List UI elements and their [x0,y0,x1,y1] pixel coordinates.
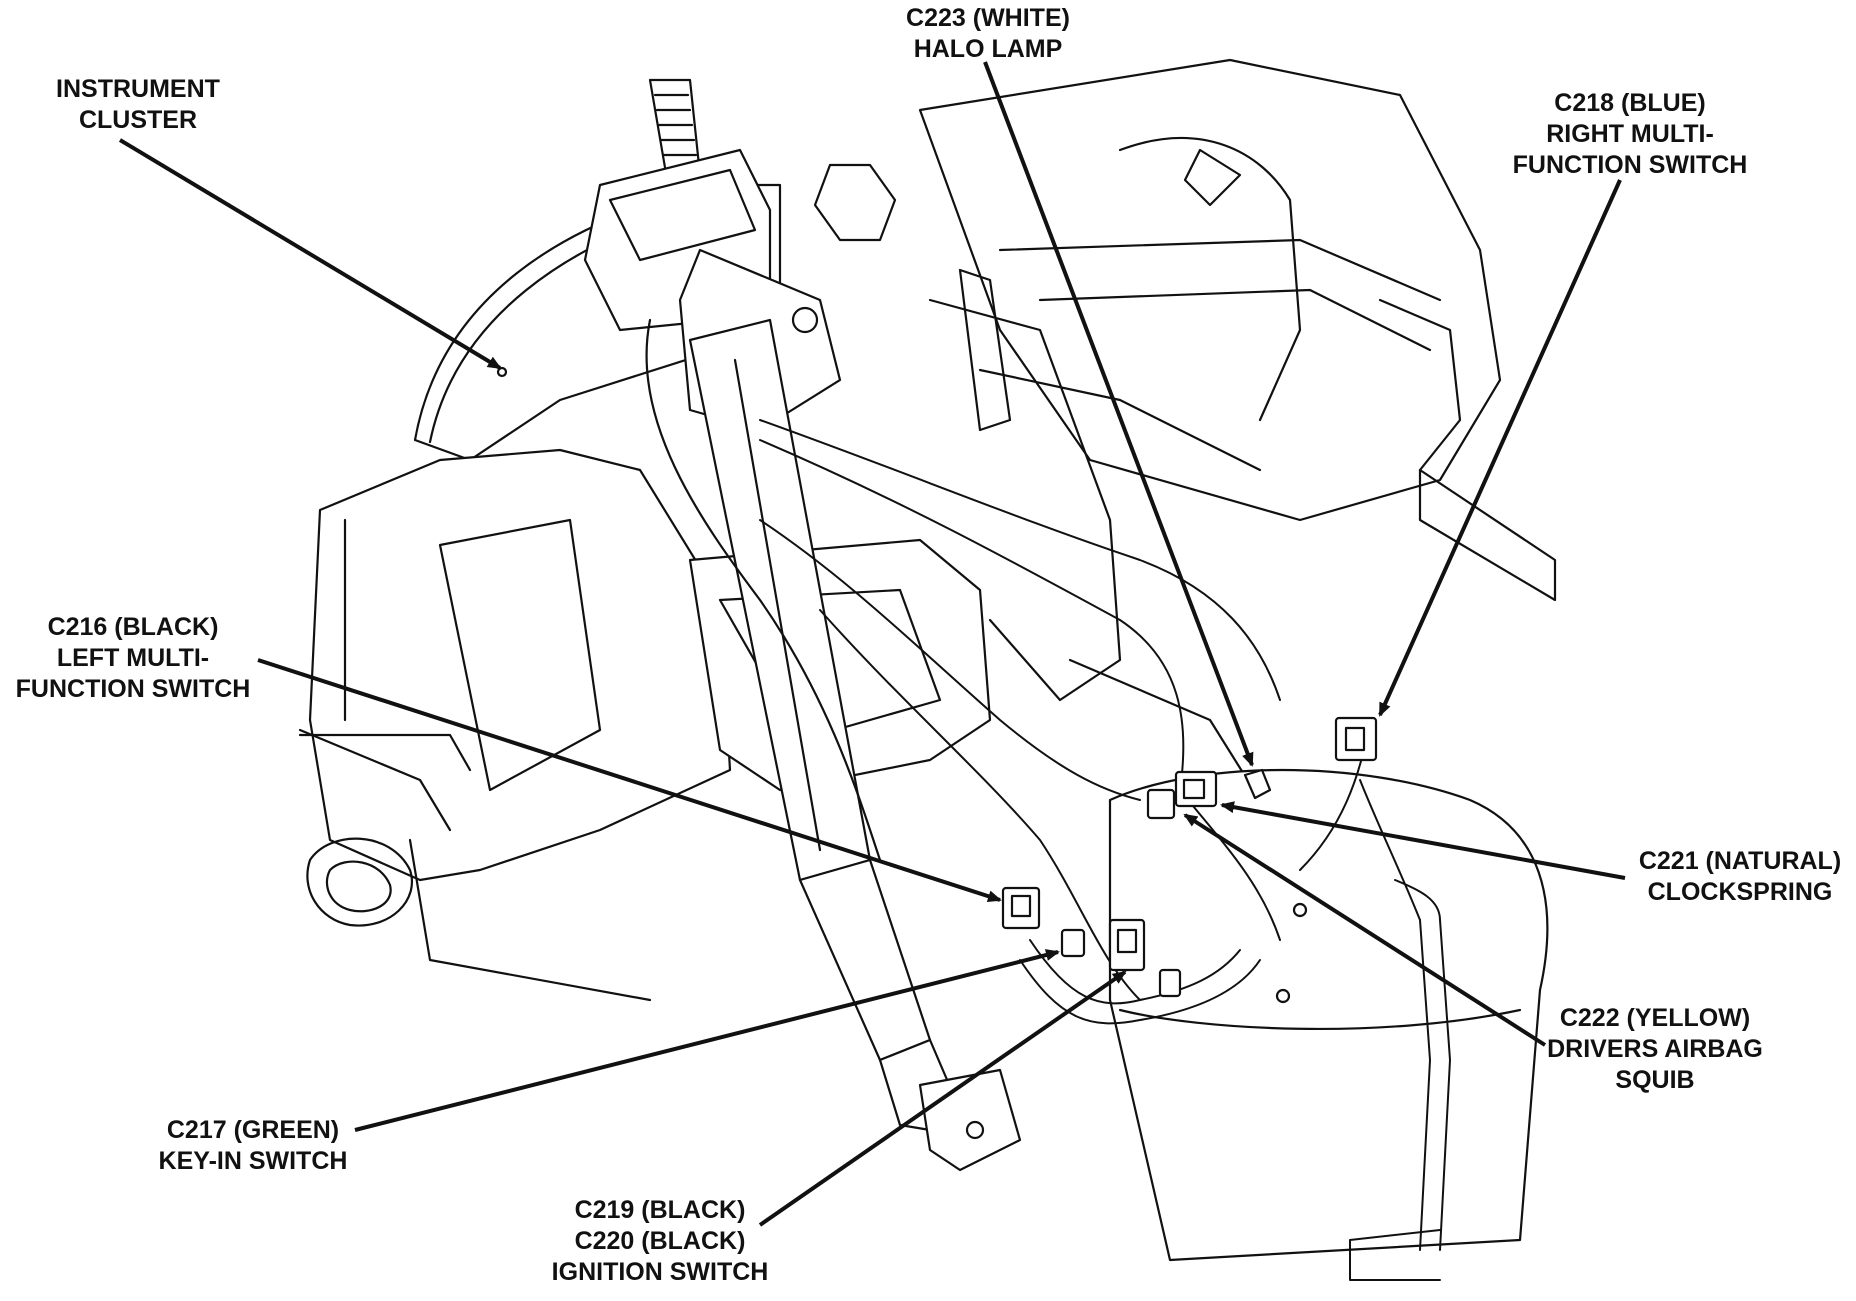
label-line: INSTRUMENT [56,75,220,103]
label-line: FUNCTION SWITCH [15,675,251,703]
label-line: DRIVERS AIRBAG [1547,1035,1763,1063]
label-line: C220 (BLACK) [574,1227,746,1255]
label-line: LEFT MULTI- [56,644,210,672]
lower-shroud [1108,768,1549,1262]
label-line: CLUSTER [78,106,198,134]
label-line: KEY-IN SWITCH [158,1147,348,1175]
label-line: C218 (BLUE) [1554,89,1706,117]
leader-c222 [1183,813,1547,1047]
label-line: FUNCTION SWITCH [1512,151,1748,179]
leader-c217 [354,949,1060,1132]
label-line: C223 (WHITE) [906,4,1070,32]
label-c223: C223 (WHITE) HALO LAMP [888,3,1088,65]
connectors [1001,716,1378,1004]
leader-c218 [1378,179,1622,717]
label-line: C217 (GREEN) [166,1116,340,1144]
leader-c216 [257,658,1002,903]
dash-frame-right [918,58,1557,602]
label-line: C219 (BLACK) [574,1196,746,1224]
steering-column [583,78,1022,1172]
label-line: IGNITION SWITCH [551,1258,769,1286]
label-instrument-cluster: INSTRUMENT CLUSTER [38,74,238,136]
leader-c219-c220 [758,970,1127,1227]
label-line: C216 (BLACK) [47,613,219,641]
label-line: SQUIB [1615,1066,1695,1094]
leader-instrument-cluster [118,138,502,370]
leader-c221 [1220,801,1626,880]
dash-frame-left [298,448,732,1002]
label-line: HALO LAMP [913,35,1063,63]
label-line: RIGHT MULTI- [1546,120,1714,148]
label-c219-c220: C219 (BLACK) C220 (BLACK) IGNITION SWITC… [540,1195,780,1288]
label-line: C222 (YELLOW) [1559,1004,1751,1032]
leader-c223 [983,61,1254,767]
label-c222: C222 (YELLOW) DRIVERS AIRBAG SQUIB [1540,1003,1770,1096]
label-line: C221 (NATURAL) [1638,847,1842,875]
label-c218: C218 (BLUE) RIGHT MULTI- FUNCTION SWITCH [1490,88,1770,181]
label-line: CLOCKSPRING [1647,878,1833,906]
label-c216: C216 (BLACK) LEFT MULTI- FUNCTION SWITCH [2,612,264,705]
label-c221: C221 (NATURAL) CLOCKSPRING [1630,846,1850,908]
label-c217: C217 (GREEN) KEY-IN SWITCH [148,1115,358,1177]
